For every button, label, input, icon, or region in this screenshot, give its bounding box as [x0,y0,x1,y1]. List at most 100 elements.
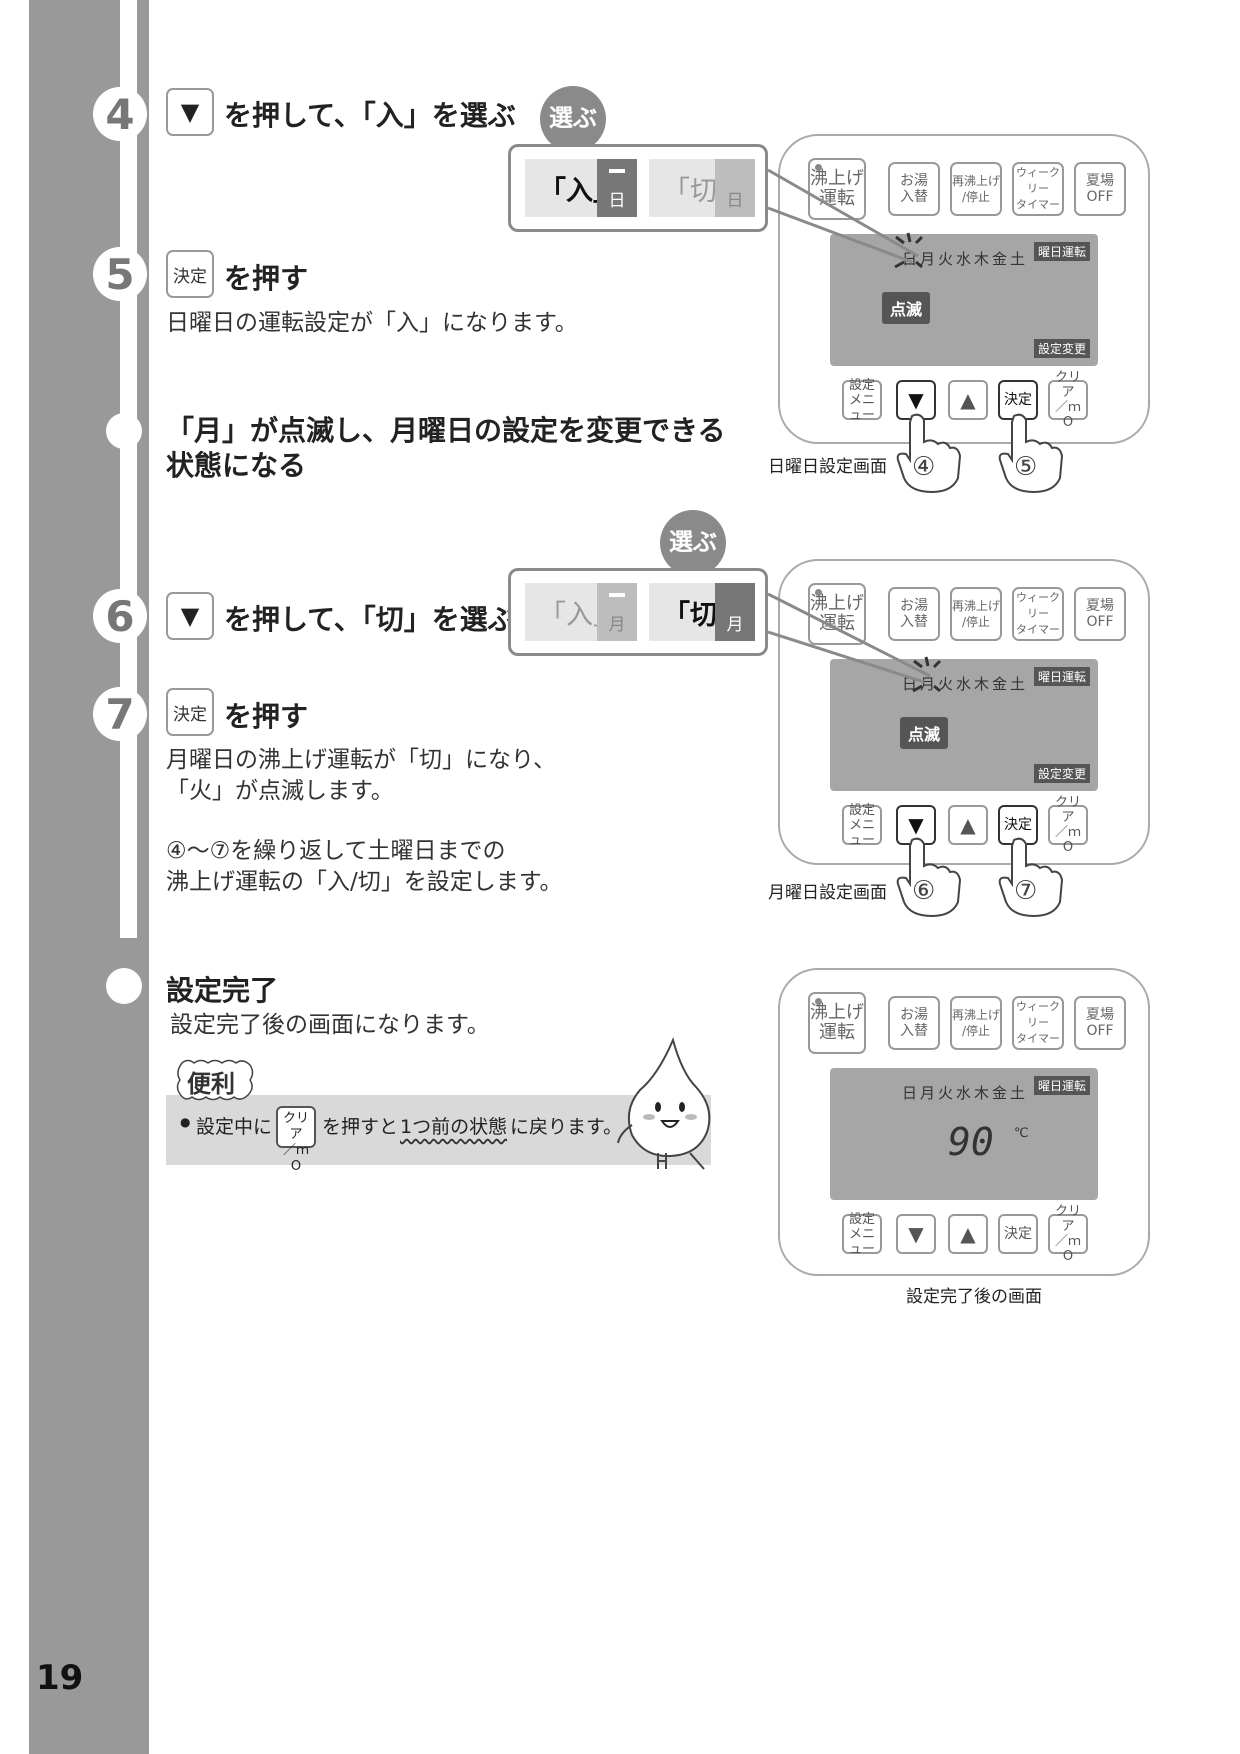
caption-sunday-screen: 日曜日設定画面 [768,457,887,477]
enter-button[interactable]: 決定 [998,380,1038,420]
clear-button[interactable]: クリア／ｍO [1048,795,1088,855]
result-heading-line1: 「月」が点滅し、月曜日の設定を変更できる [166,414,726,447]
mascot-drop-character [617,1036,711,1170]
repeat-note-line1: ④～⑦を繰り返して土曜日までの [166,838,506,864]
setting-change-tag: 設定変更 [1033,339,1090,358]
weekly-timer-button[interactable]: ウィークリータイマー [1012,996,1064,1050]
up-button[interactable]: ▲ [948,805,988,845]
select-badge: 選ぶ [660,510,726,576]
weekly-timer-button[interactable]: ウィークリータイマー [1012,587,1064,641]
select-panel-sunday: 「入」 日 「切」 日 [508,144,768,232]
hand-pointer-icon [998,837,1064,918]
settings-menu-button[interactable]: 設定メニュー [842,1212,882,1257]
weekly-timer-button[interactable]: ウィークリータイマー [1012,162,1064,216]
tip-label: 便利 [187,1070,235,1098]
setting-change-tag: 設定変更 [1033,764,1090,783]
up-button[interactable]: ▲ [948,1214,988,1254]
step5-heading: を押す [224,262,309,295]
reboil-stop-button[interactable]: 再沸上げ/停止 [950,162,1002,216]
step-number-7: 7 [93,687,147,741]
clear-button[interactable]: クリア／ｍO [1048,1204,1088,1264]
option-on: 「入」 月 [525,583,637,641]
settings-menu-button[interactable]: 設定メニュー [842,803,882,848]
result-heading-line2: 状態になる [166,449,307,482]
enter-key-icon: 決定 [166,688,214,736]
boil-run-button[interactable]: 沸上げ運転 [808,158,866,220]
hot-water-swap-button[interactable]: お湯入替 [888,996,940,1050]
tip-bullet: ● [180,1115,191,1129]
tip-label-bubble [176,1059,254,1101]
option-off-selected: 「切」 月 [649,583,755,641]
down-button[interactable]: ▼ [896,1214,936,1254]
complete-heading: 設定完了 [166,974,279,1007]
weekday-mode-tag: 曜日運転 [1033,242,1090,261]
down-key-icon: ▼ [166,592,214,640]
option-off-day: 日 [715,159,755,217]
boil-run-button[interactable]: 沸上げ運転 [808,992,866,1054]
clear-button[interactable]: クリア／ｍO [1048,370,1088,430]
blink-label: 点滅 [882,292,931,324]
enter-button[interactable]: 決定 [998,1214,1038,1254]
hand-pointer-icon [998,413,1064,494]
finger-label-4: ④ [912,452,936,482]
repeat-note-line2: 沸上げ運転の「入/切」を設定します。 [166,869,563,895]
reboil-stop-button[interactable]: 再沸上げ/停止 [950,587,1002,641]
temperature-value: 90 [948,1120,994,1164]
page-number: 19 [36,1658,84,1698]
tip-box [166,1095,711,1165]
hot-water-swap-button[interactable]: お湯入替 [888,587,940,641]
result-dot [106,413,142,449]
tip-text-before: 設定中に [196,1116,273,1138]
clear-key-sub: ／ｍO [282,1143,309,1174]
weekday-row: 日月火水木金土 [902,675,1029,693]
select-panel-monday: 「入」 月 「切」 月 [508,568,768,656]
step4-heading: を押して、「入」を選ぶ [224,99,516,132]
step5-desc: 日曜日の運転設定が「入」になります。 [166,310,578,336]
boil-run-button[interactable]: 沸上げ運転 [808,583,866,645]
hot-water-swap-button[interactable]: お湯入替 [888,162,940,216]
select-badge: 選ぶ [540,86,606,152]
step7-desc-line2: 「火」が点滅します。 [166,778,394,804]
lcd-screen: 日月火水木金土 曜日運転 点滅 設定変更 [830,234,1098,366]
down-button[interactable]: ▼ [896,380,936,420]
down-key-icon: ▼ [166,88,214,136]
step7-heading: を押す [224,700,309,733]
finger-label-6: ⑥ [912,876,936,906]
blink-label: 点滅 [900,717,949,749]
weekday-mode-tag: 曜日運転 [1033,1076,1090,1095]
hand-pointer-icon [896,837,962,918]
complete-dot [106,968,142,1004]
reboil-stop-button[interactable]: 再沸上げ/停止 [950,996,1002,1050]
step-number-4: 4 [93,87,147,141]
option-on-day: 日 [597,159,637,217]
complete-desc: 設定完了後の画面になります。 [170,1012,490,1038]
finger-label-7: ⑦ [1014,876,1038,906]
clear-key-label: クリア [282,1111,309,1142]
tip-text-after2: に戻ります。 [510,1116,623,1138]
option-off: 「切」 日 [649,159,755,217]
weekday-mode-tag: 曜日運転 [1033,667,1090,686]
step6-heading: を押して、「切」を選ぶ [224,603,516,636]
temperature-unit: ℃ [1014,1126,1029,1141]
hand-pointer-icon [896,413,962,494]
step-number-5: 5 [93,247,147,301]
settings-menu-button[interactable]: 設定メニュー [842,378,882,423]
caption-monday-screen: 月曜日設定画面 [768,883,887,903]
clear-key-icon: クリア ／ｍO [276,1106,316,1174]
option-on-selected: 「入」 日 [525,159,637,217]
lcd-screen: 日月火水木金土 曜日運転 点滅 設定変更 [830,659,1098,791]
lcd-screen: 日月火水木金土 曜日運転 90 ℃ [830,1068,1098,1200]
step7-desc-line1: 月曜日の沸上げ運転が「切」になり、 [166,747,557,773]
option-on-day: 月 [597,583,637,641]
weekday-row: 日月火水木金土 [902,250,1029,268]
option-off-day: 月 [715,583,755,641]
step-number-6: 6 [93,589,147,643]
up-button[interactable]: ▲ [948,380,988,420]
weekday-row: 日月火水木金土 [902,1084,1029,1102]
